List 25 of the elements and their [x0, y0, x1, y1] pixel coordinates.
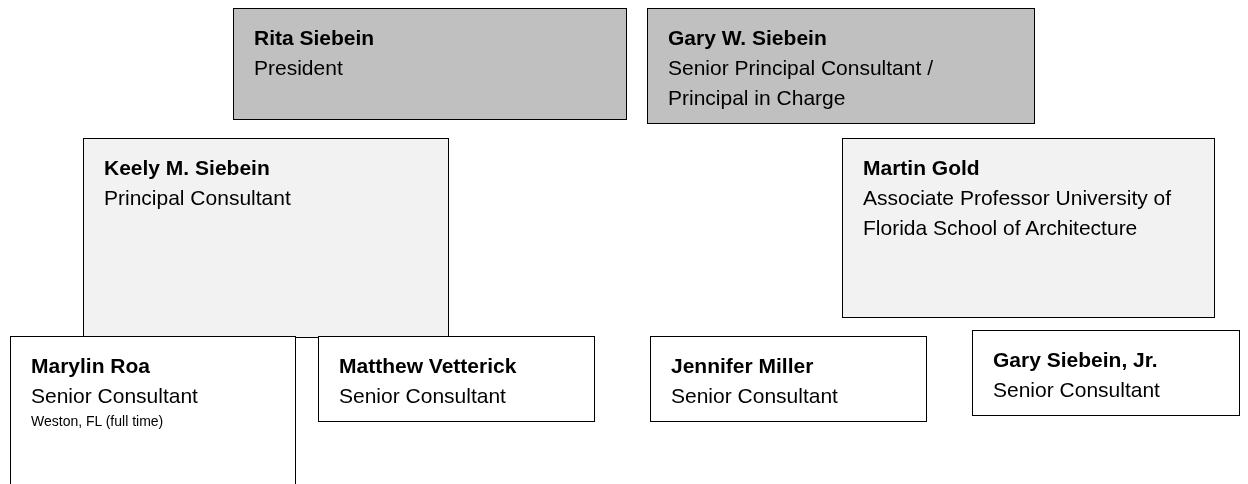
name-text: Jennifer Miller: [671, 353, 815, 379]
role-text: Associate Professor University of Florida School of Architecture: [863, 185, 1173, 241]
name-text: Gary W. Siebein: [668, 25, 828, 51]
org-box: [972, 330, 1240, 416]
name-text: Marylin Roa: [31, 353, 152, 379]
name-text: Matthew Vetterick: [339, 353, 518, 379]
role-text: Senior Consultant: [993, 377, 1161, 403]
role-text: President: [254, 55, 344, 81]
org-box: [83, 138, 449, 338]
role-text: Senior Consultant: [339, 383, 507, 409]
name-text: Gary Siebein, Jr.: [993, 347, 1159, 373]
org-box: [10, 336, 296, 484]
org-box: [647, 8, 1035, 124]
org-box: [318, 336, 595, 422]
note-text: Weston, FL (full time): [31, 412, 165, 431]
name-text: Keely M. Siebein: [104, 155, 271, 181]
name-text: Martin Gold: [863, 155, 981, 181]
role-text: Principal Consultant: [104, 185, 292, 211]
role-text: Senior Principal Consultant / Principal in Charge: [668, 55, 934, 111]
org-box: [650, 336, 927, 422]
org-box: [842, 138, 1215, 318]
name-text: Rita Siebein: [254, 25, 376, 51]
org-box: [233, 8, 627, 120]
role-text: Senior Consultant: [31, 383, 199, 409]
role-text: Senior Consultant: [671, 383, 839, 409]
